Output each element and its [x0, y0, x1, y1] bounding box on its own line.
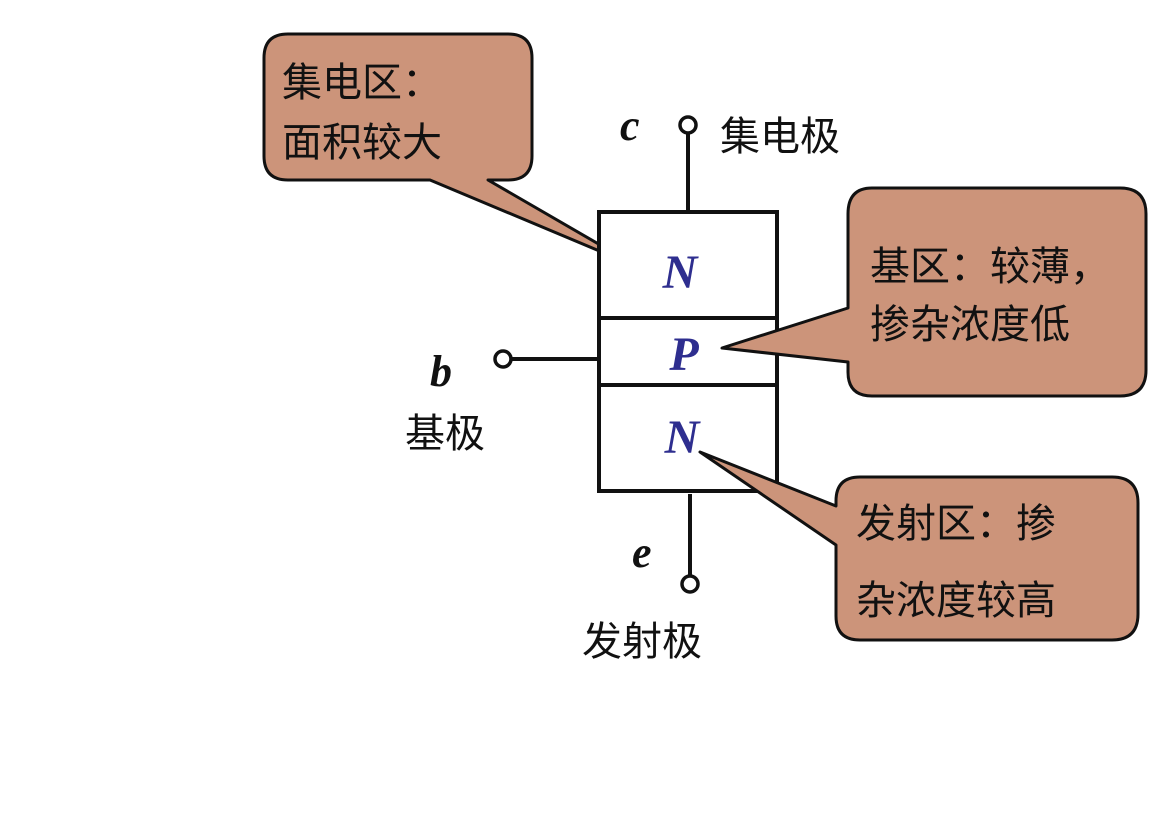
callout-shape	[698, 450, 1140, 642]
collector-region-callout: 集电区： 面积较大	[262, 32, 642, 270]
collector-layer-label: N	[662, 246, 700, 299]
emitter-terminal-name: 发射极	[582, 619, 702, 665]
callout-text-line: 掺杂浓度低	[870, 302, 1070, 348]
callout-shape	[262, 32, 642, 270]
collector-terminal-name: 集电极	[720, 114, 840, 160]
collector-region	[597, 210, 779, 320]
collector-symbol: c	[620, 101, 640, 150]
callout-text-line: 面积较大	[282, 120, 442, 166]
base-terminal-icon[interactable]	[493, 349, 513, 369]
emitter-layer-label: N	[664, 411, 702, 464]
base-region-callout: 基区：较薄， 掺杂浓度低	[720, 186, 1148, 398]
callout-text-line: 发射区：掺	[856, 501, 1056, 547]
transistor-body: N P N	[493, 115, 779, 594]
callout-text-line: 基区：较薄，	[870, 244, 1110, 290]
collector-terminal-icon[interactable]	[678, 115, 698, 135]
emitter-region-callout: 发射区：掺 杂浓度较高	[698, 450, 1140, 642]
callout-shape	[720, 186, 1148, 398]
emitter-terminal-icon[interactable]	[680, 574, 700, 594]
callout-text-line: 杂浓度较高	[856, 578, 1056, 624]
base-symbol: b	[430, 347, 452, 396]
emitter-symbol: e	[632, 528, 652, 577]
base-terminal-name: 基极	[405, 411, 485, 457]
base-layer-label: P	[668, 328, 699, 381]
callout-text-line: 集电区：	[282, 60, 442, 106]
